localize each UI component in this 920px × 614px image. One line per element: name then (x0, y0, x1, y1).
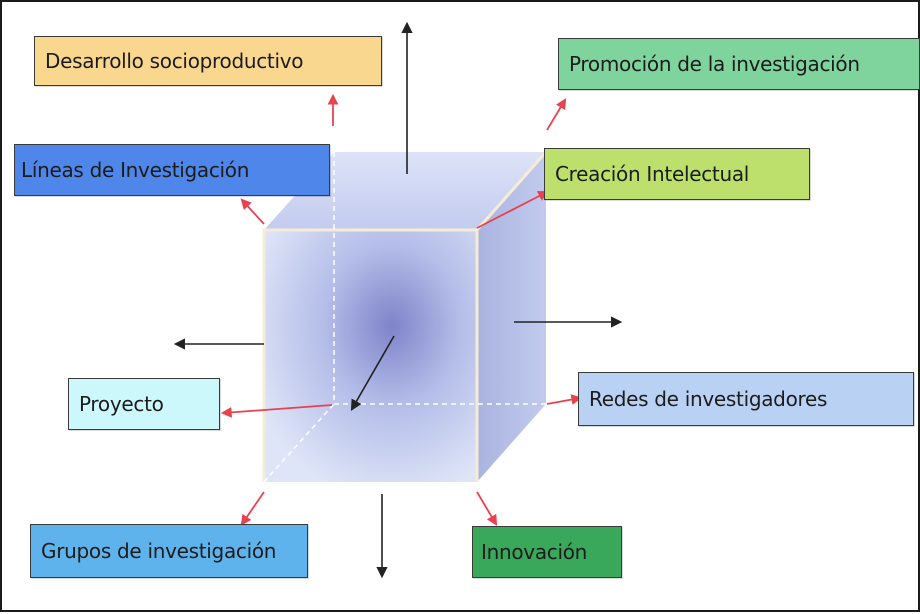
node-label: Promoción de la investigación (569, 52, 860, 76)
node-label: Desarrollo socioproductivo (45, 49, 304, 73)
cube-front-face (264, 230, 477, 482)
node-innovacion: Innovación (472, 526, 622, 578)
node-creacion-intelectual: Creación Intelectual (544, 148, 810, 200)
arrow-depth (350, 335, 395, 411)
cube-side-face (477, 152, 546, 482)
cube-edge-top (475, 151, 548, 231)
node-label: Grupos de investigación (41, 539, 277, 563)
node-grupos-investigacion: Grupos de investigación (30, 524, 308, 578)
red-arrow-lineas (240, 198, 265, 225)
red-arrow-proyecto (220, 404, 333, 418)
node-label: Proyecto (79, 392, 164, 416)
node-desarrollo-socioproductivo: Desarrollo socioproductivo (34, 36, 382, 86)
red-arrow-redes (546, 394, 583, 405)
red-arrow-innovacion (476, 491, 498, 526)
node-promocion-investigacion: Promoción de la investigación (558, 38, 920, 90)
node-label: Innovación (481, 540, 588, 564)
node-label: Creación Intelectual (555, 162, 750, 186)
node-label: Redes de investigadores (589, 387, 828, 411)
node-label: Líneas de Investigación (21, 158, 250, 182)
node-lineas-investigacion: Líneas de Investigación (14, 144, 330, 196)
node-proyecto: Proyecto (68, 378, 220, 430)
red-arrow-creacion (476, 191, 549, 229)
node-redes-investigadores: Redes de investigadores (578, 372, 914, 426)
red-arrow-grupos (240, 491, 265, 526)
cube-edges (262, 228, 479, 482)
red-arrow-promocion (546, 98, 567, 131)
